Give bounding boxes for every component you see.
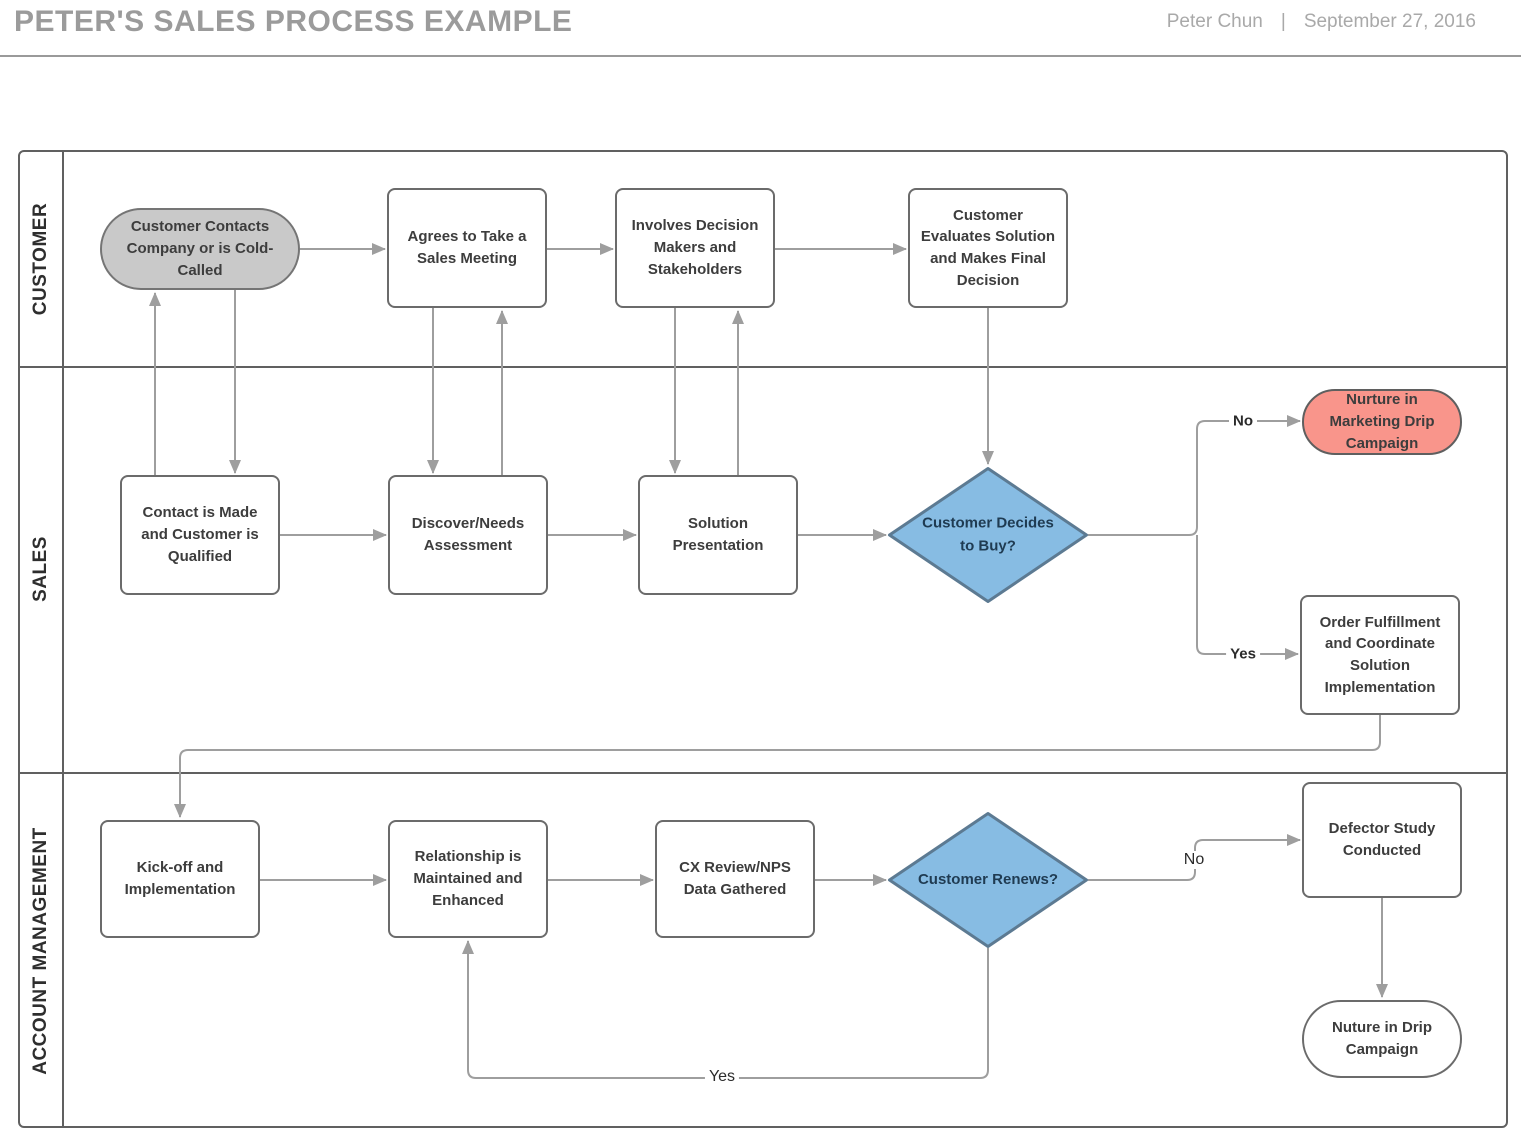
node-label: Nuture in Drip Campaign [1332,1019,1432,1058]
node-label: Relationship is Maintained and Enhanced [413,848,523,909]
edge-label-decides-yes: Yes [1226,645,1260,663]
decision-diamond-shape [888,812,1088,948]
decision-diamond-shape [888,467,1088,603]
lane-label-sales: SALES [20,366,62,772]
node-label: Customer Renews? [917,870,1059,888]
node-decision-customer-renews: Customer Renews? [888,812,1088,948]
node-label: Kick-off and Implementation [124,859,236,898]
author-name: Peter Chun [1166,11,1263,32]
header-meta: Peter Chun | September 27, 2016 [1158,11,1485,33]
node-relationship-maintained: Relationship is Maintained and Enhanced [388,820,548,938]
node-agrees-meeting: Agrees to Take a Sales Meeting [387,188,547,308]
lane-label-customer: CUSTOMER [20,152,62,366]
node-nurture-marketing-terminator: Nurture in Marketing Drip Campaign [1302,389,1462,455]
lane-label-text: CUSTOMER [30,202,52,316]
node-label: Solution Presentation [672,515,764,554]
lane-label-column-divider [62,152,64,1126]
node-nurture-drip-terminator: Nuture in Drip Campaign [1302,1000,1462,1078]
node-contact-is-made: Contact is Made and Customer is Qualifie… [120,475,280,595]
node-label: Involves Decision Makers and Stakeholder… [631,217,759,278]
node-customer-evaluates: Customer Evaluates Solution and Makes Fi… [908,188,1068,308]
node-label: Agrees to Take a Sales Meeting [407,228,527,267]
lane-label-text: SALES [30,536,52,602]
node-order-fulfillment: Order Fulfillment and Coordinate Solutio… [1300,595,1460,715]
lane-label-text: ACCOUNT MANAGEMENT [30,827,52,1075]
node-decision-customer-decides-to-buy: Customer Decides to Buy? [888,467,1088,603]
node-label: Contact is Made and Customer is Qualifie… [141,504,259,565]
lane-label-account-management: ACCOUNT MANAGEMENT [20,772,62,1130]
node-label: Nurture in Marketing Drip Campaign [1329,391,1435,452]
lane-divider-sales-account [20,772,1506,774]
node-label: Customer Evaluates Solution and Makes Fi… [920,206,1056,289]
node-defector-study: Defector Study Conducted [1302,782,1462,898]
edge-label-renews-yes: Yes [704,1068,740,1086]
node-label: Customer Contacts Company or is Cold-Cal… [126,218,274,279]
edge-label-decides-no: No [1229,412,1257,430]
node-label: Order Fulfillment and Coordinate Solutio… [1319,613,1441,696]
node-label: Customer Decides to Buy? [922,514,1054,555]
node-customer-contacts-terminator: Customer Contacts Company or is Cold-Cal… [100,208,300,290]
edge-label-renews-no: No [1179,851,1209,869]
node-cx-review-nps: CX Review/NPS Data Gathered [655,820,815,938]
node-involves-decision-makers: Involves Decision Makers and Stakeholder… [615,188,775,308]
node-label: CX Review/NPS Data Gathered [679,859,791,898]
header-divider [0,55,1521,57]
meta-separator: | [1280,11,1286,32]
node-label: Discover/Needs Assessment [411,515,525,554]
page-title: PETER'S SALES PROCESS EXAMPLE [14,5,573,38]
node-kickoff-implementation: Kick-off and Implementation [100,820,260,938]
node-discover-needs: Discover/Needs Assessment [388,475,548,595]
node-label: Defector Study Conducted [1328,820,1436,859]
lane-divider-customer-sales [20,366,1506,368]
date-label: September 27, 2016 [1303,11,1476,32]
node-solution-presentation: Solution Presentation [638,475,798,595]
